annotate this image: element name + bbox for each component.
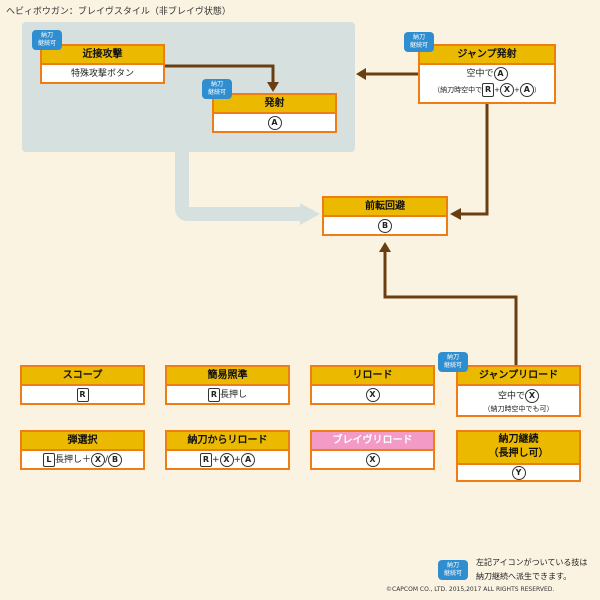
sheathe-badge-icon: 納刀継続可 [202, 79, 232, 99]
copyright: ©CAPCOM CO., LTD. 2015,2017 ALL RIGHTS R… [386, 586, 555, 593]
jump-reload-header: ジャンプリロード [458, 367, 579, 386]
fire-header: 発射 [214, 95, 335, 114]
sheathe-continue-header: 納刀継続（長押し可） [458, 432, 579, 465]
forward-roll-header: 前転回避 [324, 198, 446, 217]
sheathe-reload-box: 納刀からリロード R+X+A [165, 430, 290, 470]
r-button-icon: R [76, 387, 89, 402]
y-button-icon: Y [511, 466, 526, 480]
jumpfire-to-roll-arrow [460, 103, 489, 216]
brave-reload-header: ブレイヴリロード [312, 432, 433, 451]
melee-attack-box: 近接攻撃 特殊攻撃ボタン [40, 44, 165, 84]
jump-fire-header: ジャンプ発射 [420, 46, 554, 65]
x-button-icon: X [365, 452, 380, 467]
area-to-roll-arrowhead [300, 203, 320, 225]
a-button-icon: A [493, 66, 508, 81]
area-to-roll-arrow [175, 152, 300, 221]
sheathe-continue-box: 納刀継続（長押し可） Y [456, 430, 581, 482]
x-button-icon: X [525, 389, 539, 403]
b-button-icon: B [108, 452, 123, 467]
r-button-icon: R [482, 82, 495, 97]
l-button-icon: L [42, 452, 55, 467]
jumpreload-to-roll-arrow [383, 252, 518, 365]
ammo-select-header: 弾選択 [22, 432, 143, 451]
melee-attack-header: 近接攻撃 [42, 46, 163, 65]
scope-box: スコープ R [20, 365, 145, 405]
x-button-icon: X [500, 82, 514, 97]
jumpfire-to-area-arrowhead [356, 68, 366, 80]
melee-attack-body: 特殊攻撃ボタン [70, 69, 134, 79]
sheathe-reload-header: 納刀からリロード [167, 432, 288, 451]
jumpfire-to-roll-arrowhead [450, 208, 461, 220]
a-button-icon: A [267, 115, 282, 130]
brave-reload-box: ブレイヴリロード X [310, 430, 435, 470]
a-button-icon: A [519, 82, 534, 97]
x-button-icon: X [365, 387, 380, 402]
jumpreload-to-roll-arrowhead [379, 242, 391, 252]
sheathe-badge-icon: 納刀継続可 [438, 560, 468, 580]
fire-box: 発射 A [212, 93, 337, 133]
r-button-icon: R [207, 387, 220, 402]
easy-aim-header: 簡易照準 [167, 367, 288, 386]
melee-to-fire-arrow [165, 64, 275, 84]
reload-header: リロード [312, 367, 433, 386]
r-button-icon: R [199, 452, 212, 467]
melee-to-fire-arrowhead [267, 82, 279, 92]
sheathe-badge-icon: 納刀継続可 [438, 352, 468, 372]
legend-text: 左記アイコンがついている技は納刀継続へ派生できます。 [476, 558, 588, 581]
forward-roll-box: 前転回避 B [322, 196, 448, 236]
a-button-icon: A [241, 452, 256, 467]
scope-header: スコープ [22, 367, 143, 386]
x-button-icon: X [219, 452, 234, 467]
page-title: ヘビィボウガン：ブレイヴスタイル（非ブレイヴ状態） [6, 7, 231, 17]
reload-box: リロード X [310, 365, 435, 405]
sheathe-badge-icon: 納刀継続可 [32, 30, 62, 50]
sheathe-badge-icon: 納刀継続可 [404, 32, 434, 52]
b-button-icon: B [378, 218, 392, 233]
x-button-icon: X [90, 452, 105, 467]
